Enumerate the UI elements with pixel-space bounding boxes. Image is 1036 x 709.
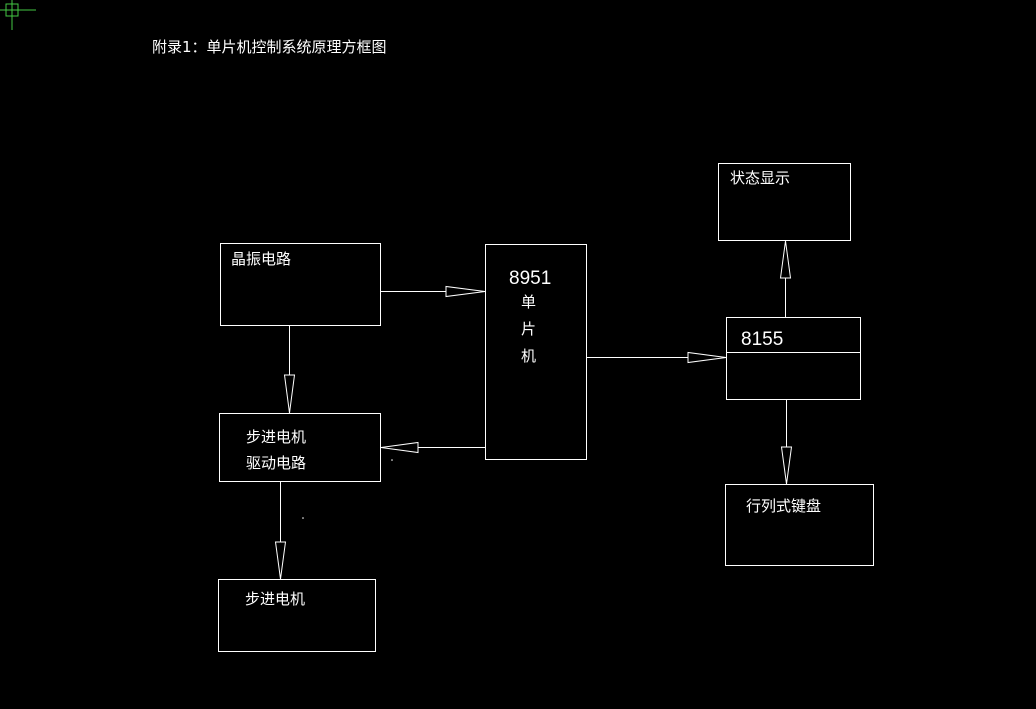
block-8155-label: 8155 (741, 329, 783, 350)
diagram-title: 附录1：单片机控制系统原理方框图 (152, 38, 387, 56)
block-crystal-circuit: 晶振电路 (220, 243, 381, 326)
block-mcu: 8951 单 片 机 (485, 244, 587, 460)
block-stepper-motor-label: 步进电机 (245, 590, 305, 608)
block-mcu-label-line1: 单 (521, 293, 536, 311)
stray-dot (391, 459, 393, 461)
block-8155: 8155 (726, 317, 861, 400)
block-status-display: 状态显示 (718, 163, 851, 241)
cad-crosshair-cursor-icon (0, 0, 36, 30)
arrow-8155-to-display (779, 240, 792, 318)
arrow-mcu-to-driver (380, 441, 486, 454)
block-motor-driver-label-line1: 步进电机 (246, 428, 306, 446)
arrow-8155-to-keyboard (780, 399, 793, 485)
block-motor-driver-label-line2: 驱动电路 (246, 454, 306, 472)
arrow-mcu-to-8155 (586, 351, 727, 364)
arrow-driver-to-motor (274, 481, 287, 580)
block-mcu-number: 8951 (509, 268, 551, 289)
block-mcu-label-line3: 机 (521, 347, 536, 365)
block-mcu-label-line2: 片 (521, 320, 536, 338)
block-matrix-keyboard-label: 行列式键盘 (746, 497, 821, 515)
block-motor-driver: 步进电机 驱动电路 (219, 413, 381, 482)
block-status-display-label: 状态显示 (730, 169, 790, 187)
block-matrix-keyboard: 行列式键盘 (725, 484, 874, 566)
arrow-crystal-to-mcu (380, 285, 486, 298)
block-crystal-circuit-label: 晶振电路 (231, 250, 291, 268)
arrow-crystal-to-driver (283, 325, 296, 414)
stray-dot (302, 517, 304, 519)
block-stepper-motor: 步进电机 (218, 579, 376, 652)
